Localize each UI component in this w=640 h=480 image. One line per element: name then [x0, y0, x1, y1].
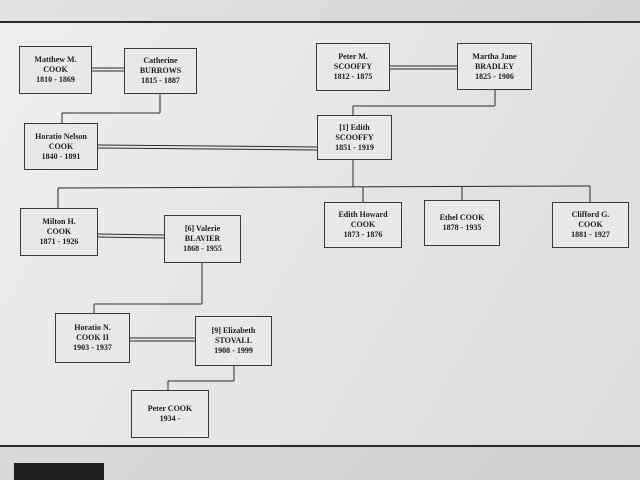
person-name: Catherine	[143, 56, 178, 65]
person-surname: COOK	[43, 65, 68, 74]
person-box-catherine-burrows[interactable]: Catherine BURROWS 1815 - 1887	[124, 48, 197, 94]
person-name: Martha Jane	[472, 51, 517, 61]
person-dates: 1868 - 1955	[183, 244, 222, 253]
person-surname: COOK	[48, 141, 74, 151]
person-dates: 1810 - 1869	[36, 75, 75, 84]
person-name: Horatio Nelson	[35, 131, 87, 141]
person-dates: 1871 - 1926	[39, 237, 79, 246]
person-dates: 1851 - 1919	[335, 142, 374, 152]
person-surname: SCOOFFY	[333, 62, 373, 71]
person-surname: COOK	[578, 220, 603, 229]
person-name: Horatio N.	[74, 323, 111, 332]
person-dates: 1873 - 1876	[343, 230, 383, 239]
person-name: Clifford G.	[571, 210, 610, 219]
person-box-milton-cook[interactable]: Milton H. COOK 1871 - 1926	[20, 208, 98, 256]
person-name: Edith Howard	[338, 210, 388, 219]
marriage-line-milton-valerie	[97, 233, 165, 236]
person-name: Milton H.	[42, 217, 76, 226]
person-dates: 1825 - 1906	[475, 71, 514, 81]
person-dates: 1840 - 1891	[41, 151, 81, 161]
person-name: [1] Edith	[339, 122, 370, 132]
person-name: Peter M.	[338, 52, 368, 61]
person-box-valerie-blavier[interactable]: [6] Valerie BLAVIER 1868 - 1955	[164, 215, 241, 263]
person-dates: 1878 - 1935	[442, 223, 482, 232]
person-box-clifford-cook[interactable]: Clifford G. COOK 1881 - 1927	[552, 202, 629, 248]
person-box-edith-howard-cook[interactable]: Edith Howard COOK 1873 - 1876	[324, 202, 402, 248]
person-box-peter-m-scooffy[interactable]: Peter M. SCOOFFY 1812 - 1875	[316, 43, 390, 91]
person-dates: 1812 - 1875	[333, 72, 373, 81]
person-box-edith-scooffy[interactable]: [1] Edith SCOOFFY 1851 - 1919	[317, 115, 392, 160]
person-box-horatio-cook-ii[interactable]: Horatio N. COOK II 1903 - 1937	[55, 313, 130, 363]
person-box-peter-cook[interactable]: Peter COOK 1934 -	[131, 390, 209, 438]
person-dates: 1908 - 1999	[214, 346, 253, 355]
person-surname: COOK II	[76, 333, 109, 342]
person-box-ethel-cook[interactable]: Ethel COOK 1878 - 1935	[424, 200, 500, 246]
person-name: Peter COOK	[147, 404, 193, 413]
person-surname: BRADLEY	[474, 61, 515, 71]
person-surname: COOK	[350, 220, 376, 229]
marriage-line-horatio-edith	[97, 144, 318, 148]
person-dates: 1815 - 1887	[141, 76, 180, 85]
page-edge-bar	[14, 463, 104, 480]
person-box-matthew-cook[interactable]: Matthew M. COOK 1810 - 1869	[19, 46, 92, 94]
person-surname: SCOOFFY	[335, 132, 374, 142]
person-surname: STOVALL	[214, 336, 253, 345]
person-box-horatio-nelson-cook[interactable]: Horatio Nelson COOK 1840 - 1891	[24, 123, 98, 170]
person-dates: 1934 -	[159, 414, 181, 423]
person-surname: BLAVIER	[184, 234, 221, 243]
person-name: [6] Valerie	[184, 224, 221, 233]
person-dates: 1881 - 1927	[571, 230, 610, 239]
person-name: Ethel COOK	[439, 213, 485, 222]
person-box-elizabeth-stovall[interactable]: [9] Elizabeth STOVALL 1908 - 1999	[195, 316, 272, 366]
person-surname: COOK	[46, 227, 72, 236]
person-box-martha-bradley[interactable]: Martha Jane BRADLEY 1825 - 1906	[457, 43, 532, 90]
person-surname: BURROWS	[139, 66, 182, 75]
person-dates: 1903 - 1937	[73, 343, 112, 352]
person-name: [9] Elizabeth	[211, 326, 256, 335]
person-name: Matthew M.	[34, 55, 77, 64]
